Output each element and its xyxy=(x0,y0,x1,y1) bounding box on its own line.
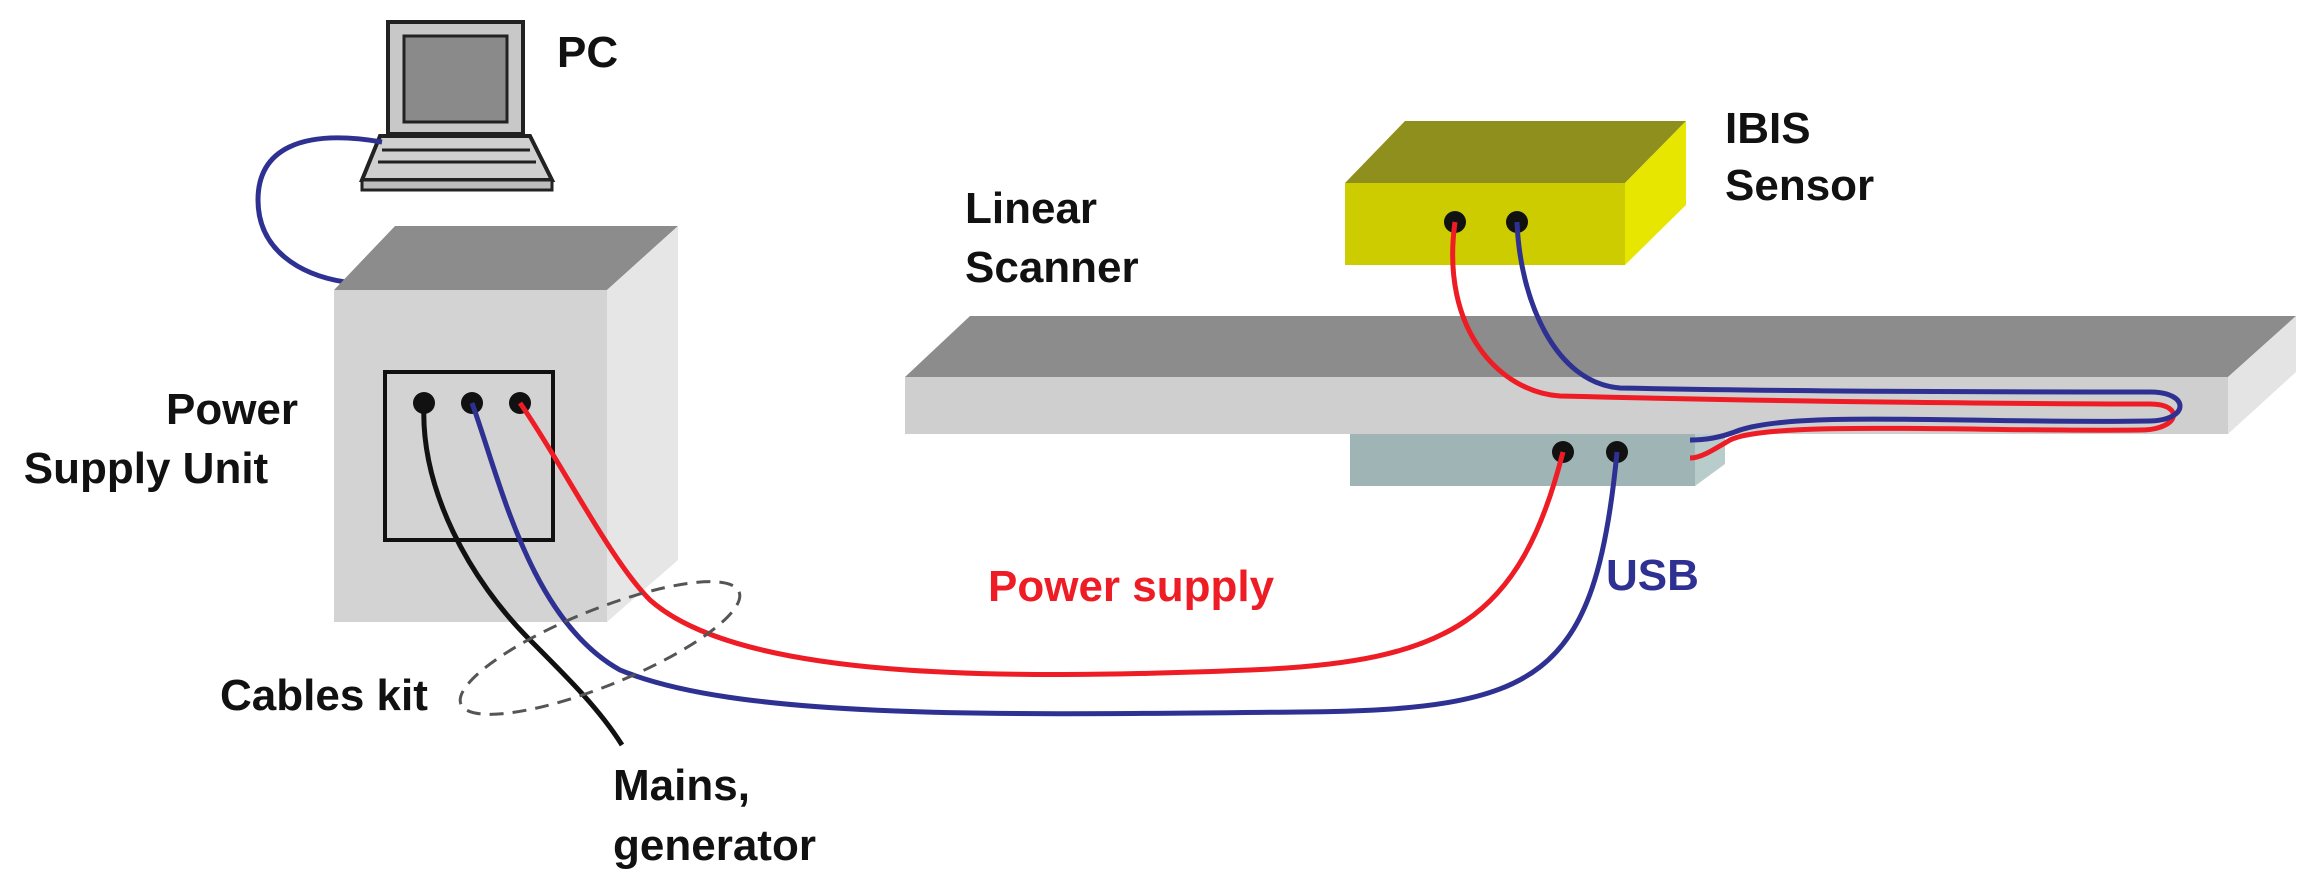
usb-label: USB xyxy=(1606,551,1699,600)
pc-link-cable xyxy=(255,135,383,285)
sensor-power-cable xyxy=(1450,221,2176,461)
mains-label-line1: Mains, xyxy=(613,761,750,810)
usb-cable xyxy=(469,402,1620,717)
mains-cable xyxy=(421,402,625,747)
power-supply-cable xyxy=(517,401,1566,678)
sensor-usb-cable xyxy=(1514,221,2183,443)
psu-label-line1: Power xyxy=(166,385,298,434)
ibis-label-line2: Sensor xyxy=(1725,161,1874,210)
scanner-label-line1: Linear xyxy=(965,184,1097,233)
mains-label-line2: generator xyxy=(613,821,816,870)
psu-label-line2: Supply Unit xyxy=(24,444,269,493)
power-supply-label: Power supply xyxy=(988,562,1275,611)
ibis-label-line1: IBIS xyxy=(1725,104,1811,153)
cables-kit-outline xyxy=(458,580,742,716)
pc-label: PC xyxy=(557,28,618,77)
ibis-sensor-box xyxy=(1345,121,1686,265)
linear-scanner-rail xyxy=(905,316,2296,434)
scanner-carriage xyxy=(1350,434,1725,486)
pc-laptop-icon xyxy=(359,20,556,192)
cables-kit-label: Cables kit xyxy=(220,671,428,720)
power-supply-unit xyxy=(334,226,678,622)
scanner-label-line2: Scanner xyxy=(965,243,1139,292)
